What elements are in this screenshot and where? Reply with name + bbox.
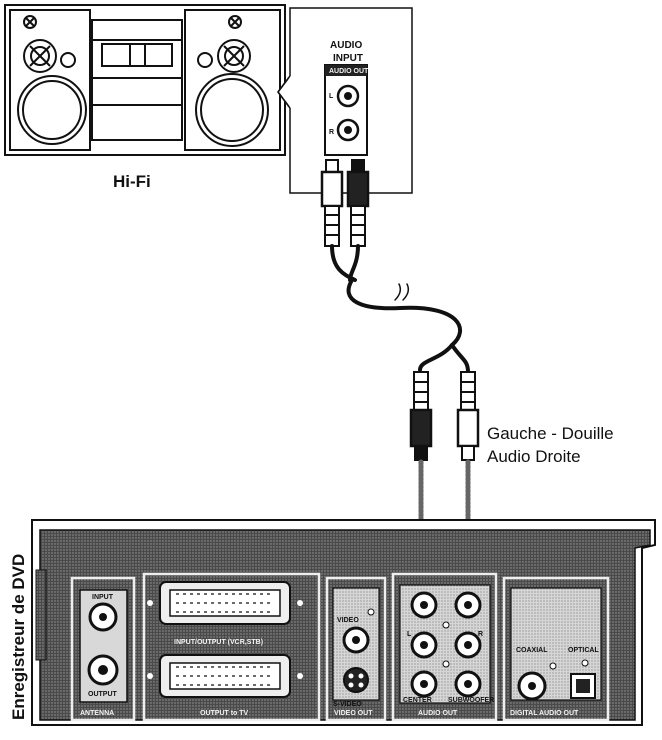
optical-jack[interactable] [570,673,596,699]
audio-input-jack-left-label: L [329,93,334,100]
audio-out-section: L R CENTER SUBWOOFER AUDIO OUT [391,572,498,722]
cable-label-line1: Gauche - Douille [487,424,614,443]
audio-input-title-1: AUDIO [330,40,362,51]
audio-input-jack-right-label: R [329,129,334,136]
lower-plug-black [409,371,433,461]
upper-plug-white [320,159,344,247]
upper-plug-black [346,159,370,247]
antenna-output-label: OUTPUT [88,691,118,698]
scart-section: INPUT/OUTPUT (VCR,STB) OUTPUT to TV [142,572,321,722]
audio-input-title-2: INPUT [333,53,363,64]
antenna-section: INPUT OUTPUT ANTENNA [70,576,136,722]
audio-out-subwoofer-label: SUBWOOFER [448,697,494,704]
lower-plug-white [456,371,480,461]
hifi-label: Hi-Fi [113,172,151,191]
device-label: Enregistreur de DVD [9,554,28,720]
optical-label: OPTICAL [568,647,599,654]
svideo-jack[interactable] [343,667,369,693]
audio-out-center-label: CENTER [403,697,432,704]
hifi-stereo [4,4,286,156]
svideo-label: S-VIDEO [333,701,362,708]
coaxial-label: COAXIAL [516,647,548,654]
audio-out-left-label: L [407,631,412,638]
audio-input-plate: AUDIO OUT L R [324,64,369,156]
video-out-section: VIDEO S-VIDEO VIDEO OUT [325,576,387,722]
digital-audio-section: COAXIAL OPTICAL DIGITAL AUDIO OUT [502,576,610,722]
audio-out-right-label: R [478,631,483,638]
video-jack-label: VIDEO [337,617,359,624]
scart-label-1: INPUT/OUTPUT (VCR,STB) [174,639,263,646]
video-out-title: VIDEO OUT [334,710,373,717]
antenna-input-label: INPUT [92,594,114,601]
audio-out-title: AUDIO OUT [418,710,458,717]
audio-input-header: AUDIO OUT [329,68,369,75]
digital-audio-title: DIGITAL AUDIO OUT [510,710,579,717]
scart-label-2: OUTPUT to TV [200,710,249,717]
cable-label-line2: Audio Droite [487,447,581,466]
center-unit [91,19,183,141]
right-speaker [184,9,281,151]
left-speaker [9,9,91,151]
antenna-title: ANTENNA [80,710,114,717]
hifi-outer-frame [4,4,286,156]
